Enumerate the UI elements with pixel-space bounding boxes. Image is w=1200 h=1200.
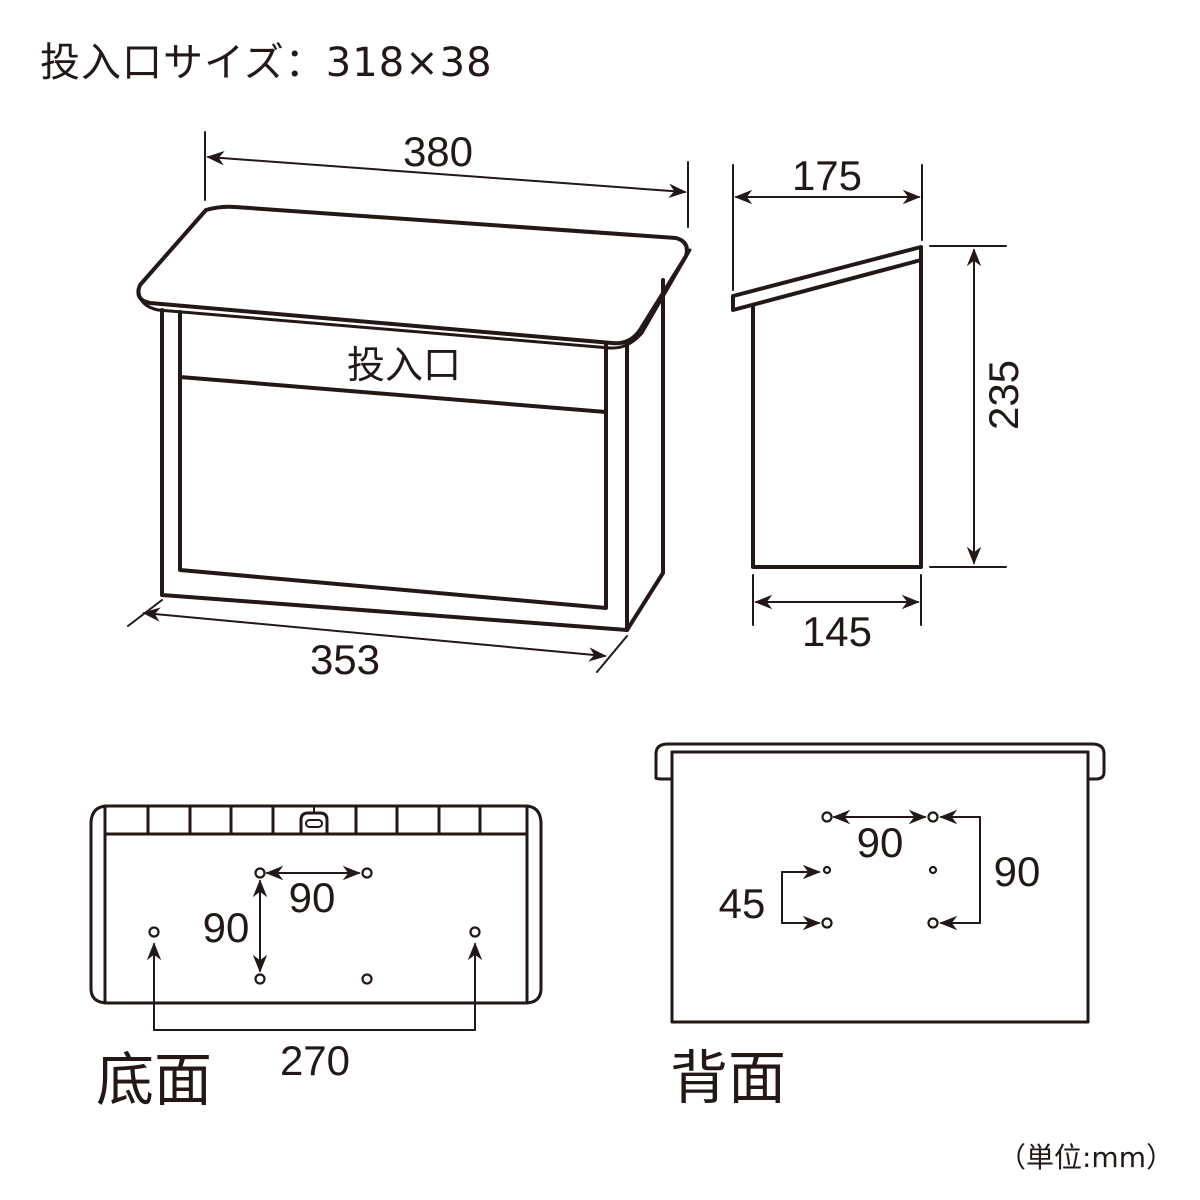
unit-note: （単位:mm）	[998, 1141, 1174, 1174]
dimension-line-380	[206, 151, 687, 198]
dimension-175: 175	[792, 152, 862, 199]
mounting-hole	[361, 867, 373, 879]
mounting-hole	[148, 926, 160, 938]
dimension-353: 353	[310, 636, 380, 683]
dimension-235: 235	[980, 360, 1027, 430]
back-dimension-vertical: 90	[994, 848, 1041, 895]
mounting-hole	[822, 865, 832, 875]
side-body	[751, 258, 923, 569]
back-view: 90 90 45 背面	[654, 742, 1106, 1112]
mounting-hole	[254, 867, 266, 879]
bottom-dimension-vertical: 90	[203, 904, 250, 951]
mounting-hole	[928, 865, 938, 875]
dimension-145: 145	[802, 608, 872, 655]
front-view: 380 投入口 353	[127, 128, 692, 683]
back-view-label: 背面	[670, 1044, 786, 1112]
back-dimension-45: 45	[719, 880, 766, 927]
bottom-view: 90 90 270 底面	[89, 804, 543, 1114]
side-roof	[731, 245, 923, 312]
side-view: 175 235 145	[731, 152, 1027, 655]
mounting-hole	[927, 811, 939, 823]
bottom-view-label: 底面	[96, 1046, 212, 1114]
slot-label: 投入口	[347, 343, 461, 387]
mounting-hole	[821, 811, 833, 823]
mounting-hole	[927, 917, 939, 929]
mounting-hole	[361, 973, 373, 985]
mounting-hole	[821, 917, 833, 929]
latch-icon	[299, 811, 329, 836]
bottom-dimension-horizontal: 90	[289, 874, 336, 921]
page-title: 投入口サイズ：318×38	[40, 40, 493, 86]
back-body	[670, 750, 1090, 1024]
dimension-380: 380	[403, 128, 473, 175]
mounting-hole	[469, 926, 481, 938]
back-dimension-horizontal: 90	[857, 819, 904, 866]
bottom-dimension-270: 270	[280, 1037, 350, 1084]
bottom-ribs	[146, 804, 482, 836]
dimension-line-353	[142, 607, 607, 662]
mounting-hole	[254, 973, 266, 985]
roof-lid	[136, 204, 689, 346]
